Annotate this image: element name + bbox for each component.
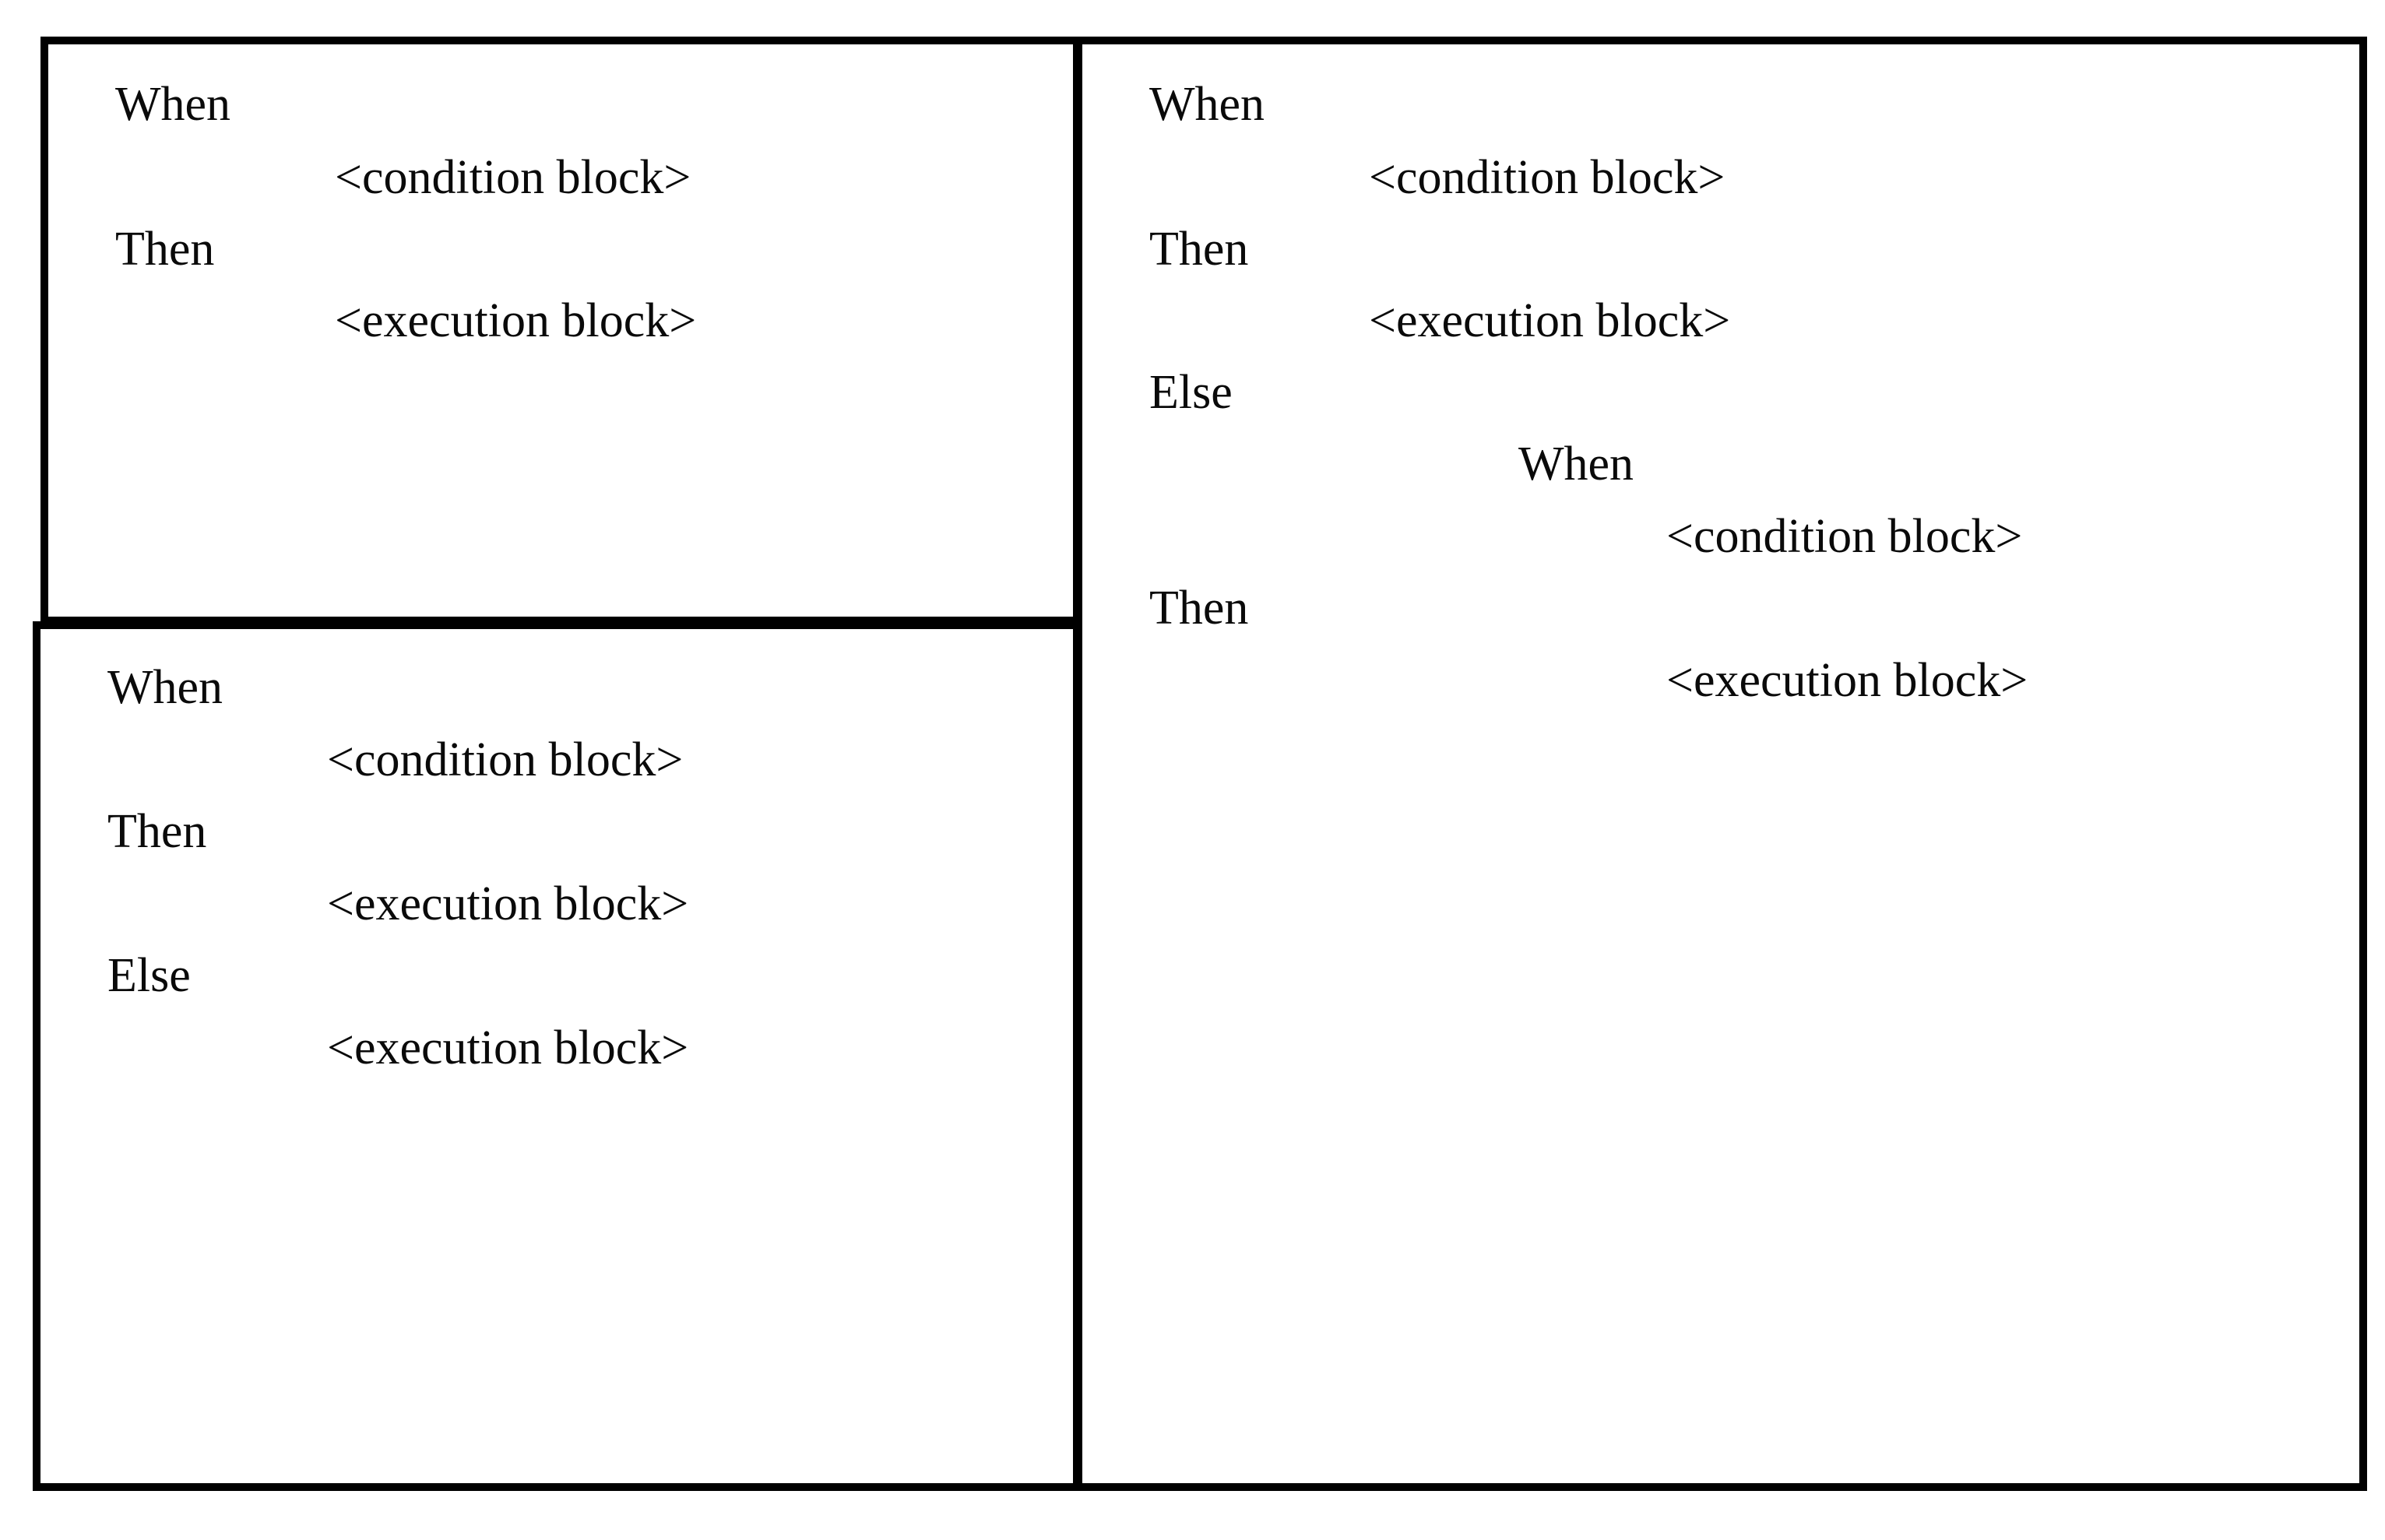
when-then-else-block-lines: When <condition block> Then <execution b… — [40, 629, 1073, 1483]
placeholder-execution-block: <execution block> — [327, 877, 689, 930]
placeholder-execution-block: <execution block> — [327, 1021, 689, 1074]
keyword-when-nested: When — [1518, 438, 1634, 490]
placeholder-execution-block: <execution block> — [335, 294, 697, 347]
placeholder-condition-block: <condition block> — [1369, 151, 1725, 204]
when-then-block-lines: When <condition block> Then <execution b… — [48, 44, 1073, 617]
when-then-block: When <condition block> Then <execution b… — [40, 37, 1081, 624]
keyword-then: Then — [107, 805, 207, 858]
keyword-else: Else — [1149, 366, 1233, 419]
nested-when-then-else-block: When <condition block> Then <execution b… — [1075, 37, 2367, 1491]
keyword-when: When — [107, 661, 223, 714]
placeholder-condition-block: <condition block> — [335, 151, 691, 204]
placeholder-execution-block-nested: <execution block> — [1666, 654, 2028, 707]
when-then-else-block: When <condition block> Then <execution b… — [33, 621, 1081, 1491]
keyword-when: When — [115, 78, 231, 131]
keyword-then: Then — [1149, 223, 1249, 276]
nested-when-then-else-block-lines: When <condition block> Then <execution b… — [1082, 44, 2359, 1483]
keyword-then-nested: Then — [1149, 582, 1249, 635]
keyword-when: When — [1149, 78, 1265, 131]
placeholder-execution-block: <execution block> — [1369, 294, 1731, 347]
keyword-then: Then — [115, 223, 215, 276]
keyword-else: Else — [107, 949, 191, 1002]
placeholder-condition-block-nested: <condition block> — [1666, 510, 2023, 563]
placeholder-condition-block: <condition block> — [327, 733, 684, 786]
